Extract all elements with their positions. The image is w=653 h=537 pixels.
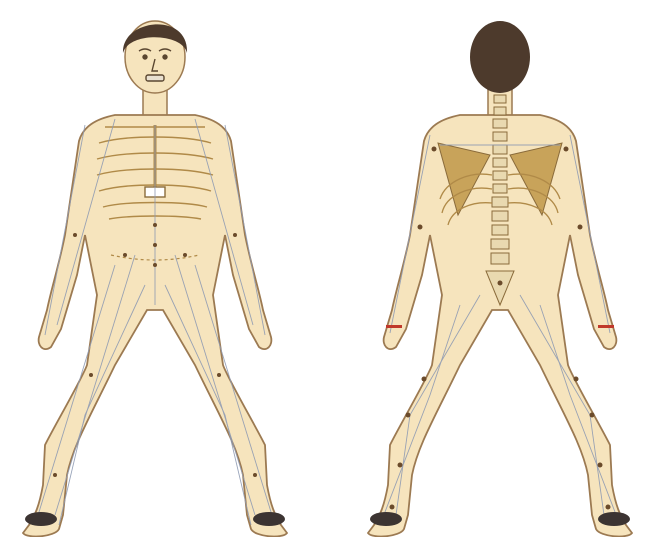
back-right-wrist-band (598, 325, 614, 328)
back-head (470, 21, 530, 93)
back-left-wrist-band (386, 325, 402, 328)
back-right-foot (598, 512, 630, 526)
front-left-foot (25, 512, 57, 526)
back-figure (368, 21, 632, 536)
back-left-foot (370, 512, 402, 526)
front-right-foot (253, 512, 285, 526)
front-figure (23, 21, 287, 536)
front-meridians (35, 119, 275, 525)
